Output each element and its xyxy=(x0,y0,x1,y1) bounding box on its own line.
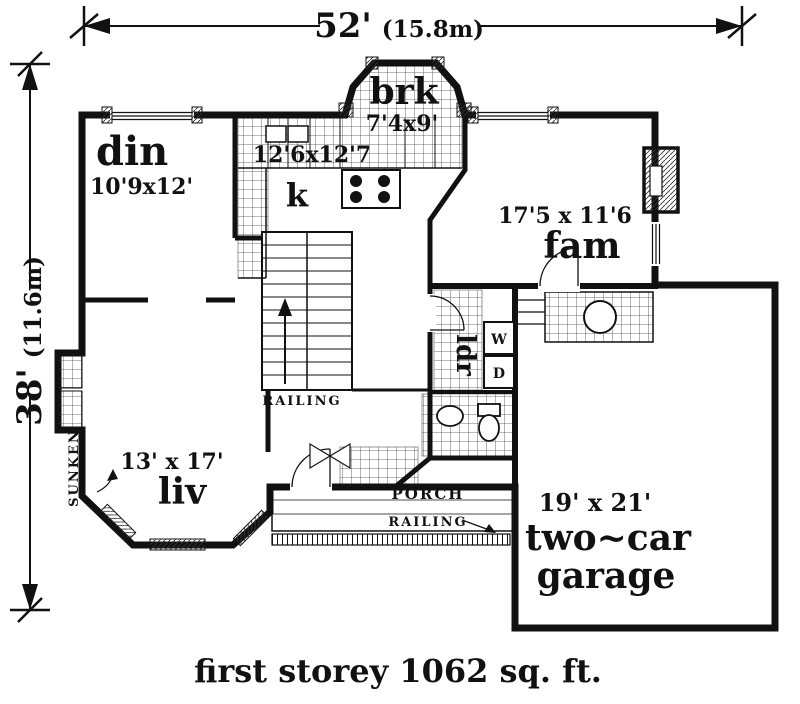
breakfast-bay-window xyxy=(431,56,445,70)
sunken-step-arrow xyxy=(96,469,118,493)
washer-box xyxy=(483,321,515,355)
opening-symbol xyxy=(328,442,351,470)
stair-arrowhead-icon xyxy=(278,298,292,316)
railing-porch-label: RAILING xyxy=(388,515,467,530)
depth-feet: 38' xyxy=(10,368,50,426)
porch xyxy=(271,487,515,546)
bath-sink xyxy=(436,405,464,427)
breakfast-bay-window xyxy=(456,102,472,118)
arrow-right-icon xyxy=(716,18,742,34)
depth-meters: (11.6m) xyxy=(20,256,47,358)
stairs xyxy=(261,231,353,391)
burner-icon xyxy=(350,191,362,203)
sunken-arrowhead-icon xyxy=(107,469,118,481)
plan-caption: first storey 1062 sq. ft. xyxy=(194,652,602,690)
room-size-garage: 19' x 21' xyxy=(539,488,652,517)
sunken-label: SUNKEN xyxy=(67,429,82,507)
wall-vestibule-diagonal xyxy=(393,456,432,489)
toilet-bowl xyxy=(478,414,500,442)
dryer-label: D xyxy=(493,366,505,382)
room-label-breakfast: brk xyxy=(369,71,439,113)
planter-circle xyxy=(583,300,617,334)
room-label-garage-line2: garage xyxy=(537,555,676,597)
opening-symbol xyxy=(309,442,332,470)
house-outline xyxy=(54,59,779,632)
kitchen-fixtures xyxy=(238,118,462,279)
wall-kitchen-family xyxy=(427,118,468,286)
railing-arrowhead-icon xyxy=(484,524,496,533)
living-bay-window xyxy=(57,354,83,389)
laundry-bath-fixtures xyxy=(436,321,515,442)
room-label-garage-line1: two~car xyxy=(525,517,692,559)
room-size-dining: 10'9x12' xyxy=(90,174,193,200)
width-feet: 52' xyxy=(314,6,372,46)
windows xyxy=(57,56,661,551)
arrow-down-icon xyxy=(22,584,38,610)
room-size-breakfast: 7'4x9' xyxy=(366,111,439,137)
laundry-tile-floor xyxy=(433,289,483,391)
room-label-kitchen: k xyxy=(286,176,309,214)
stove xyxy=(341,169,401,209)
porch-outline xyxy=(271,487,515,532)
room-size-living: 13' x 17' xyxy=(120,449,223,475)
room-label-family: fam xyxy=(544,225,621,267)
dryer-box xyxy=(483,355,515,389)
top-dimension-label: 52' (15.8m) xyxy=(314,6,484,46)
living-front-window xyxy=(99,503,137,541)
porch-label: PORCH xyxy=(392,485,465,503)
burner-icon xyxy=(378,191,390,203)
living-bay-window xyxy=(57,390,83,429)
arrow-left-icon xyxy=(84,18,110,34)
room-size-family: 17'5 x 11'6 xyxy=(498,203,632,229)
burner-icon xyxy=(378,175,390,187)
fireplace xyxy=(642,146,680,214)
width-meters: (15.8m) xyxy=(382,16,484,43)
family-door-swing xyxy=(539,247,579,287)
left-dimension-label: 38' (11.6m) xyxy=(10,256,50,426)
laundry-door-swing xyxy=(429,295,465,331)
burner-icon xyxy=(350,175,362,187)
room-size-kitchen: 12'6x12'7 xyxy=(253,142,371,168)
room-label-living: liv xyxy=(158,471,207,513)
washer-label: W xyxy=(490,332,507,348)
porch-railing xyxy=(271,533,511,546)
peninsula-counter xyxy=(238,168,267,279)
breakfast-bay-window xyxy=(365,56,379,70)
sink-basin xyxy=(265,125,287,143)
doors xyxy=(290,247,580,493)
room-label-laundry: ldr xyxy=(450,334,480,376)
sink-basin xyxy=(287,125,309,143)
breakfast-bay-window xyxy=(338,102,354,118)
living-front-window xyxy=(232,509,270,547)
arrow-up-icon xyxy=(22,64,38,90)
entry-door-swing xyxy=(291,448,331,488)
living-front-window xyxy=(149,538,206,551)
railing-stairs-label: RAILING xyxy=(262,394,341,409)
left-dimension: 38' (11.6m) xyxy=(10,51,50,623)
top-dimension: 52' (15.8m) xyxy=(69,6,757,46)
room-label-dining: din xyxy=(96,128,168,175)
